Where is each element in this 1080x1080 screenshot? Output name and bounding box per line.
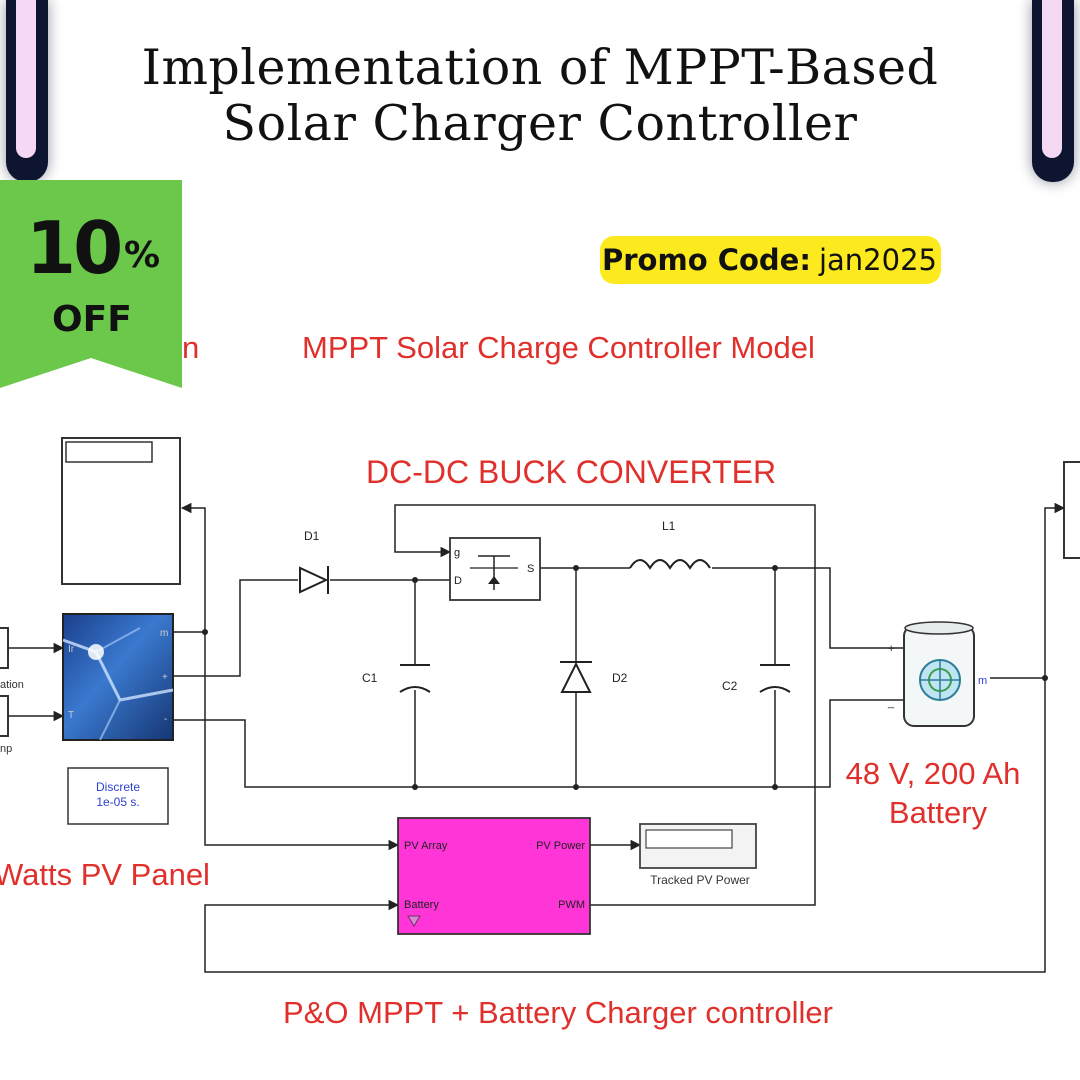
discrete-line-2: 1e-05 s. [96, 795, 139, 809]
irradiation-label: ation [0, 679, 24, 691]
inductor-l1 [629, 559, 711, 570]
temperature-input-block [0, 695, 9, 737]
controller-input-battery: Battery [404, 899, 439, 911]
pv-port-temp: T [68, 710, 74, 721]
mosfet-switch-block [449, 537, 541, 601]
mosfet-port-g: g [454, 547, 460, 559]
pv-port-plus: + [162, 672, 168, 683]
irradiation-input-block [0, 627, 9, 669]
diagram-heading: MPPT Solar Charge Controller Model [302, 330, 815, 365]
diode-d1-label: D1 [304, 529, 320, 543]
tracked-pv-power-label: Tracked PV Power [650, 873, 750, 887]
capacitor-c1-label: C1 [362, 671, 378, 685]
diagram-heading-fragment: n [182, 330, 199, 365]
pv-panel-block [62, 613, 174, 741]
left-frame-post [6, 0, 48, 182]
battery-label-line-1: 48 V, 200 Ah [846, 756, 1021, 791]
pv-panel-label: Watts PV Panel [0, 857, 210, 892]
inductor-l1-label: L1 [662, 519, 676, 533]
controller-input-pv-array: PV Array [404, 840, 448, 852]
diode-d2 [560, 661, 592, 693]
battery-scope-block [1063, 461, 1080, 559]
discrete-line-1: Discrete [96, 780, 140, 794]
temperature-label: np [0, 743, 12, 755]
controller-output-pwm: PWM [558, 899, 585, 911]
percent-symbol: % [124, 235, 161, 276]
title-line-1: Implementation of MPPT-Based [141, 39, 939, 96]
capacitor-c2 [759, 664, 791, 693]
controller-caption: P&O MPPT + Battery Charger controller [283, 995, 833, 1030]
discount-off-label: OFF [52, 299, 132, 340]
promo-code-value: jan2025 [818, 243, 937, 277]
pv-scope-block [61, 437, 181, 585]
pv-port-m: m [160, 628, 168, 639]
discount-percent: 10 [26, 206, 123, 290]
battery-port-plus: + [888, 643, 894, 655]
battery-port-minus: _ [887, 697, 895, 709]
page-title: Implementation of MPPT-Based Solar Charg… [60, 40, 1020, 152]
mosfet-port-d: D [454, 575, 462, 587]
circuit-wiring [173, 502, 1066, 973]
right-frame-post [1032, 0, 1074, 182]
promo-code-pill: Promo Code: jan2025 [600, 236, 941, 284]
controller-output-pv-power: PV Power [536, 840, 585, 852]
capacitor-c1 [399, 664, 431, 693]
buck-converter-label: DC-DC BUCK CONVERTER [366, 454, 776, 490]
pv-port-irr: Ir [68, 644, 75, 655]
mosfet-port-s: S [527, 563, 534, 575]
pv-port-minus: - [164, 714, 167, 725]
battery-block [903, 621, 975, 727]
mppt-controller-block [397, 817, 591, 935]
promo-code-label: Promo Code: [602, 243, 811, 277]
battery-port-m: m [978, 675, 987, 687]
capacitor-c2-label: C2 [722, 679, 738, 693]
title-line-2: Solar Charger Controller [222, 95, 858, 152]
discount-badge [0, 180, 182, 388]
tracked-pv-power-display [639, 823, 757, 869]
discrete-solver-block [67, 767, 169, 825]
battery-label-line-2: Battery [889, 795, 988, 830]
diode-d2-label: D2 [612, 671, 628, 685]
diode-d1 [299, 566, 329, 594]
